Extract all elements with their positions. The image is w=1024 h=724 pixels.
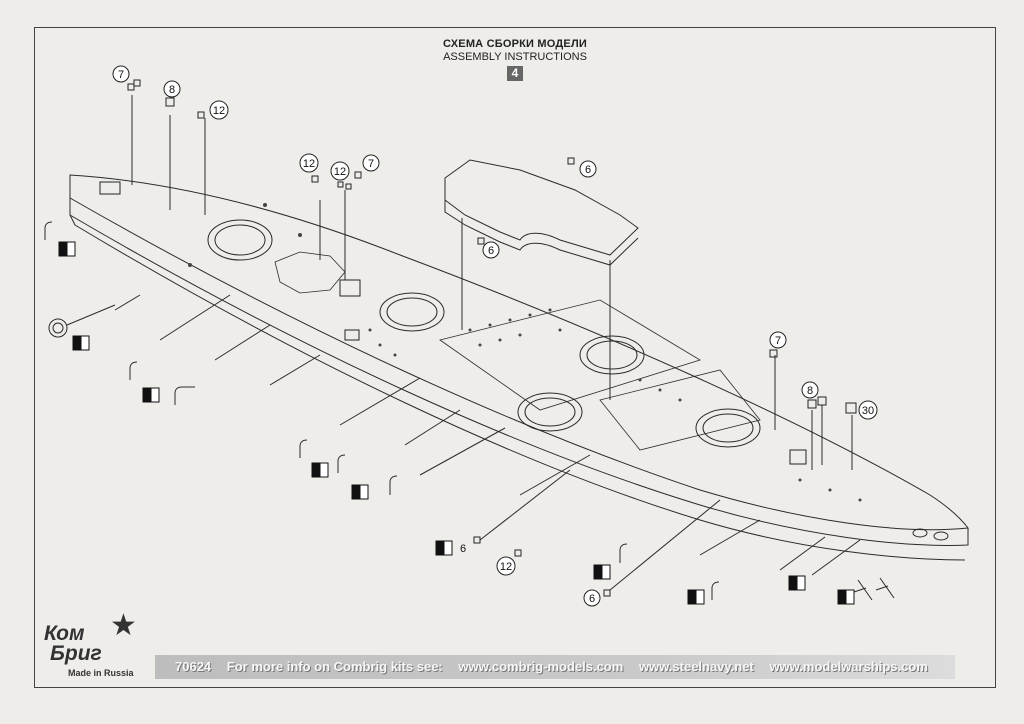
title-ru: СХЕМА СБОРКИ МОДЕЛИ [443, 38, 587, 50]
callout-6d: 6 [583, 589, 601, 607]
logo-line2: Бриг [50, 642, 102, 665]
made-in-russia: Made in Russia [68, 668, 134, 678]
hull-side [69, 198, 969, 546]
deck-details [188, 203, 862, 502]
callout-8b: 8 [801, 381, 819, 399]
glue-symbol [58, 241, 76, 257]
anchor-1 [853, 579, 873, 601]
turret-ring-3 [579, 335, 645, 375]
page-frame [34, 27, 996, 688]
callout-12d: 12 [496, 556, 516, 576]
callout-12b: 12 [299, 153, 319, 173]
svg-text:6: 6 [589, 593, 595, 605]
callout-text: 7 [118, 69, 124, 81]
railing-piece [44, 221, 53, 240]
svg-text:8: 8 [807, 385, 813, 397]
svg-text:8: 8 [169, 84, 175, 96]
glue-symbols [58, 241, 855, 605]
combrig-logo: ★ Ком Бриг Made in Russia [40, 609, 150, 682]
callout-7c: 7 [769, 331, 787, 349]
kit-code: 70624 [175, 659, 212, 674]
callout-30: 30 [858, 400, 878, 420]
svg-text:7: 7 [368, 158, 374, 170]
callout-12c: 12 [330, 161, 350, 181]
bridge-platform [274, 251, 346, 294]
step-number: 4 [507, 66, 523, 81]
turret-ring-5 [695, 408, 761, 448]
callout-6a: 6 [579, 160, 597, 178]
svg-text:6: 6 [488, 245, 494, 257]
svg-text:12: 12 [303, 158, 315, 170]
capstan-detail [48, 318, 68, 338]
header: СХЕМА СБОРКИ МОДЕЛИ ASSEMBLY INSTRUCTION… [400, 38, 630, 82]
part-callouts: 7 8 12 12 12 7 6 6 7 8 30 12 6 6 [112, 65, 878, 607]
deck-plate-mid [599, 369, 761, 451]
svg-text:6: 6 [585, 164, 591, 176]
callout-7b: 7 [362, 154, 380, 172]
turret-ring-2 [379, 292, 445, 332]
title-en: ASSEMBLY INSTRUCTIONS [443, 51, 587, 63]
anchor-2 [875, 577, 895, 599]
logo-line1: Ком [44, 622, 85, 645]
callout-7a: 7 [112, 65, 130, 83]
svg-text:30: 30 [862, 405, 874, 417]
callout-6c: 6 [460, 543, 466, 555]
callout-6b: 6 [482, 241, 500, 259]
hull-deck-outline [69, 174, 969, 531]
website-modelwarships[interactable]: www.modelwarships.com [769, 659, 928, 674]
deck-plate-outline [439, 299, 701, 411]
turret-ring-4 [517, 392, 583, 432]
callout-12a: 12 [209, 100, 229, 120]
website-steelnavy[interactable]: www.steelnavy.net [638, 659, 754, 674]
part-small [127, 83, 135, 91]
hull-waterline [69, 214, 966, 561]
svg-text:12: 12 [213, 105, 225, 117]
turret-ring-1 [207, 219, 273, 261]
hawse-fitting [912, 528, 928, 538]
svg-text:7: 7 [775, 335, 781, 347]
footer-info: For more info on Combrig kits see: [226, 659, 443, 674]
footer-text: 70624 For more info on Combrig kits see:… [175, 659, 940, 674]
superstructure-deck-piece [444, 159, 639, 256]
svg-text:12: 12 [334, 166, 346, 178]
website-combrig[interactable]: www.combrig-models.com [458, 659, 624, 674]
footer-band [155, 655, 955, 679]
star-icon: ★ [110, 609, 137, 642]
svg-text:12: 12 [500, 561, 512, 573]
callout-8a: 8 [163, 80, 181, 98]
